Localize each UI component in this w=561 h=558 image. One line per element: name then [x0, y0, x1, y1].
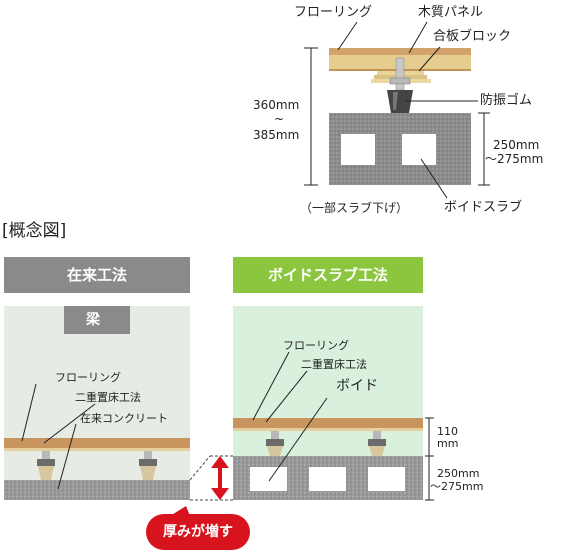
top-void-slab [329, 113, 471, 185]
top-label-flooring: フローリング [294, 5, 373, 20]
arrow-down-icon [211, 488, 229, 500]
right-leader-lines [252, 351, 328, 482]
top-label-void-slab: ボイドスラブ [444, 200, 523, 215]
left-leader-lines [21, 383, 96, 490]
thickness-badge-shape [146, 514, 250, 550]
right-label-flooring: フローリング [283, 339, 349, 352]
thickness-indicator [189, 455, 233, 501]
right-label-void: ボイド [336, 378, 378, 394]
top-slab-value-1: 250mm [493, 138, 540, 152]
left-panel-title: 在来工法 [4, 257, 190, 293]
right-supports [266, 431, 386, 456]
left-panel-bg [4, 306, 190, 500]
left-flooring [4, 438, 190, 448]
concept-label: [概念図] [2, 221, 67, 241]
left-supports [37, 451, 157, 480]
right-panel-title: ボイドスラブ工法 [233, 257, 423, 293]
left-label-double-floor: 二重置床工法 [75, 391, 141, 404]
left-beam-label: 梁 [86, 312, 100, 328]
top-label-plywood-block: 合板ブロック [433, 29, 512, 44]
thickness-badge-text: 厚みが増す [163, 524, 233, 540]
left-label-flooring: フローリング [55, 371, 121, 384]
top-height-value-1: 360mm [253, 98, 300, 112]
left-concrete [4, 480, 190, 500]
top-height-dimension [304, 47, 490, 186]
right-dim-bottom-2: ～275mm [430, 480, 484, 493]
left-beam-box [64, 306, 130, 334]
top-slab-value-2: ～275mm [485, 152, 544, 166]
right-void-slab [233, 456, 423, 500]
left-label-concrete: 在来コンクリート [80, 412, 168, 425]
right-dim-top-unit: mm [437, 437, 459, 450]
top-label-rubber: 防振ゴム [480, 93, 533, 108]
top-height-value-2: 385mm [253, 128, 300, 142]
right-dim-top-number: 110 [437, 425, 458, 438]
top-label-wood-panel: 木質パネル [418, 5, 484, 20]
right-label-double-floor: 二重置床工法 [301, 358, 367, 371]
right-flooring [233, 418, 423, 428]
top-leader-lines [337, 21, 478, 199]
top-plywood-block [371, 71, 431, 83]
top-slab-note: （一部スラブ下げ） [300, 201, 409, 215]
right-dim-bottom-1: 250mm [437, 467, 480, 480]
arrow-up-icon [211, 456, 229, 468]
top-height-tilde: ~ [274, 112, 285, 126]
right-dimensions [425, 417, 434, 501]
